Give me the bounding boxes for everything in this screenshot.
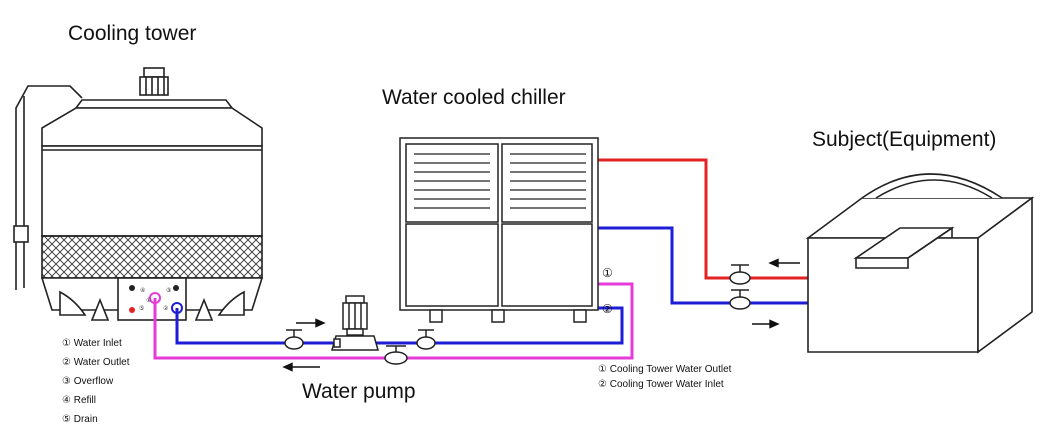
valve-icon — [416, 329, 436, 350]
flow-arrow-icon — [282, 362, 320, 372]
valve-icon — [729, 264, 751, 285]
svg-text:②: ② — [163, 305, 169, 312]
chiller-port-1-label: ① — [602, 266, 613, 280]
tower-port-legend: ① Water Inlet ② Water Outlet ③ Overflow … — [62, 334, 130, 429]
legend-item: ② Cooling Tower Water Inlet — [598, 379, 724, 390]
chiller-port-legend: ① Cooling Tower Water Outlet ② Cooling T… — [598, 362, 731, 392]
svg-text:④: ④ — [140, 287, 145, 294]
legend-item: ③ Overflow — [62, 376, 114, 387]
svg-text:③: ③ — [166, 287, 171, 294]
equipment-unit — [805, 173, 1035, 354]
legend-item: ① Cooling Tower Water Outlet — [598, 364, 732, 375]
cooling-tower-label: Cooling tower — [68, 22, 197, 45]
legend-item: ⑤ Drain — [62, 414, 98, 425]
flow-arrow-icon — [296, 318, 326, 328]
flow-arrow-icon — [752, 319, 780, 329]
valve-icon — [284, 329, 304, 350]
valve-icon — [384, 345, 408, 365]
chiller-louvers — [414, 153, 586, 209]
water-pump — [331, 295, 379, 351]
legend-item: ② Water Outlet — [62, 357, 130, 368]
svg-text:⑤: ⑤ — [139, 305, 144, 312]
water-pump-label: Water pump — [302, 380, 416, 403]
chiller-label: Water cooled chiller — [382, 86, 566, 109]
flow-arrow-icon — [768, 258, 800, 268]
tower-return-pipe — [175, 306, 624, 345]
valve-icon — [729, 289, 751, 310]
equipment-label: Subject(Equipment) — [812, 128, 997, 151]
water-cooled-chiller — [399, 137, 599, 323]
cooling-water-pipe — [153, 282, 634, 360]
tower-port-panel: ④ ③ ① ⑤ ② — [129, 285, 183, 314]
svg-text:①: ① — [146, 297, 151, 304]
legend-item: ④ Refill — [62, 395, 96, 406]
chiller-port-2-label: ② — [602, 302, 613, 316]
cooling-tower — [13, 67, 264, 321]
chilled-supply-pipe — [598, 158, 812, 280]
legend-item: ① Water Inlet — [62, 338, 122, 349]
